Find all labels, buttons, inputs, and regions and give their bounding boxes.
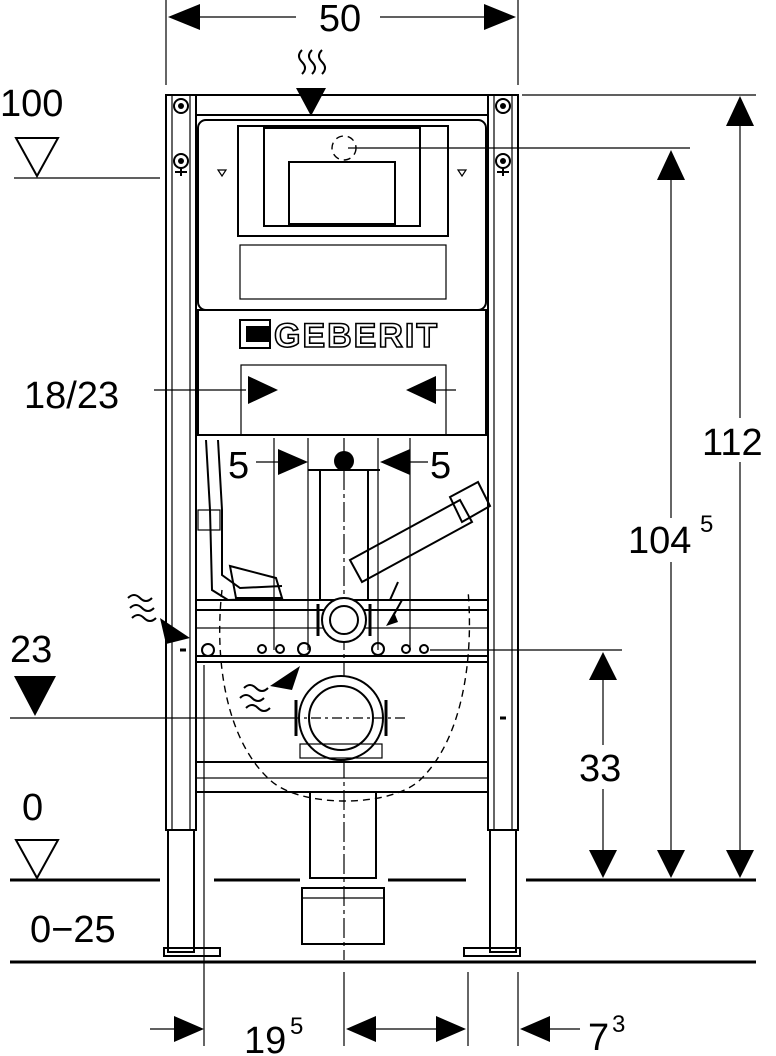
- level-23-label: 23: [10, 629, 52, 671]
- bottom-right-label: 7: [588, 1017, 609, 1056]
- bottom-left-label: 19: [244, 1020, 286, 1056]
- dimension-104-superscript: 5: [700, 511, 713, 538]
- level-100-label: 100: [0, 83, 63, 125]
- level-0-label: 0: [22, 787, 43, 829]
- right-offset-label: 5: [430, 445, 451, 487]
- level-triangle-icon: [14, 839, 60, 881]
- dimension-33: 33: [430, 649, 630, 878]
- dimension-112-label: 112: [702, 422, 763, 464]
- adjust-range-label: 0−25: [30, 909, 116, 951]
- dimension-width: 50: [165, 0, 519, 85]
- toilet-bowl-outline: [218, 589, 471, 802]
- dimension-width-label: 50: [319, 0, 361, 40]
- level-100-marker: 100: [0, 83, 160, 179]
- lightning-icon: [386, 581, 404, 626]
- brand-logo: GEBERIT: [274, 317, 439, 355]
- dimension-104-label: 104: [628, 520, 691, 562]
- dimension-cutout-label: 18/23: [24, 375, 119, 417]
- level-triangle-icon: [14, 676, 56, 716]
- dimension-33-label: 33: [579, 748, 621, 790]
- level-triangle-icon: [14, 137, 60, 179]
- bottom-left-superscript: 5: [290, 1013, 303, 1040]
- dimension-112: 112: [522, 94, 776, 878]
- dimension-offsets: 5 5: [228, 438, 451, 650]
- bottom-right-superscript: 3: [612, 1011, 625, 1038]
- water-wave-icon: [239, 666, 300, 712]
- level-23-marker: 23: [10, 629, 408, 719]
- dimension-bottom: 19 5 7 3: [150, 665, 625, 1056]
- adjust-range: 0−25: [10, 909, 756, 964]
- level-0-marker: 0: [10, 787, 756, 882]
- cistern: GEBERIT: [197, 119, 487, 436]
- dimension-104: 104 5: [348, 147, 720, 878]
- water-wave-icon: [296, 49, 326, 116]
- water-wave-icon: [127, 594, 190, 644]
- waste-outlet: [294, 675, 388, 945]
- dimension-cutout: 18/23: [24, 375, 456, 417]
- left-offset-label: 5: [228, 445, 249, 487]
